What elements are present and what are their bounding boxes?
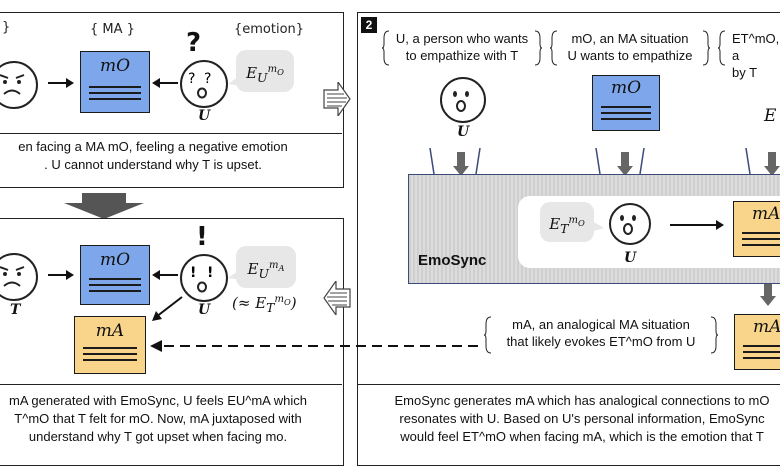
svg-text:?: ?: [204, 71, 211, 87]
confused-face-icon: ? ?: [180, 60, 228, 108]
bubble-tail-icon: [228, 268, 242, 280]
striped-right-arrow-icon: [323, 82, 351, 116]
partial-emotion-label: E: [764, 106, 777, 126]
ma-label: { MA }: [90, 22, 135, 37]
input-funnel: [429, 148, 751, 175]
brace-user-desc: U, a person who wants to empathize with …: [382, 30, 542, 66]
doc-title: mA: [753, 317, 780, 337]
arrow-icon: [48, 270, 74, 280]
svg-text:?: ?: [188, 71, 195, 87]
panel2-caption: EmoSync generates mA which has analogica…: [394, 393, 770, 444]
emotion-bubble: EUmA: [236, 246, 296, 288]
doc-title: mA: [752, 204, 780, 224]
brace-ma-output-desc: mA, an analogical MA situation that like…: [484, 316, 718, 354]
down-arrow-icon: [760, 284, 776, 306]
bubble-tail-icon: [590, 220, 604, 232]
ma-document-ma: mA: [74, 316, 146, 374]
ma-document-mo: mO: [592, 75, 660, 131]
step-badge: 2: [361, 17, 377, 33]
ma-document-mo: mO: [80, 51, 150, 113]
down-arrow-icon: [64, 193, 144, 219]
surprised-face-icon: ! !: [180, 254, 228, 302]
doc-title: mO: [99, 250, 131, 270]
panel3-caption: mA generated with EmoSync, U feels EU^mA…: [8, 393, 307, 444]
svg-text:!: !: [190, 265, 196, 281]
target-label: T: [10, 302, 21, 318]
doc-title: mO: [610, 78, 642, 98]
sad-face-icon: [0, 61, 38, 109]
arrow-left-icon: [152, 270, 178, 280]
dashed-connector: [150, 340, 480, 352]
bubble-tail-icon: [228, 74, 242, 86]
ma-document-ma: mA: [734, 314, 780, 370]
user-label: U: [198, 302, 211, 318]
arrow-icon: [670, 220, 724, 230]
brace-emotion-desc: ET^mO, a by T: [718, 30, 780, 81]
left-brace-label: }: [2, 20, 11, 35]
down-arrow-icon: [764, 152, 780, 176]
emotion-bubble: EUmO: [236, 50, 294, 92]
doc-title: mA: [95, 321, 125, 341]
emotion-bubble: ETmO: [540, 202, 594, 242]
doc-title: mO: [99, 56, 131, 76]
panel-problem: [0, 12, 344, 188]
ma-document-ma: mA: [733, 201, 780, 257]
user-label: U: [457, 124, 470, 140]
surprised-face-icon: [609, 203, 651, 245]
arrow-left-icon: [152, 78, 178, 88]
user-label: U: [198, 108, 211, 124]
striped-left-arrow-icon: [323, 281, 351, 315]
exclaim-icon: !: [196, 222, 208, 252]
down-arrow-icon: [617, 152, 633, 176]
svg-text:!: !: [207, 265, 213, 281]
down-arrow-icon: [453, 152, 469, 176]
surprised-face-icon: [440, 77, 486, 123]
question-icon: ?: [186, 28, 202, 58]
emotion-label: {emotion}: [234, 22, 305, 37]
ma-document-mo: mO: [80, 245, 150, 305]
sad-face-icon: [0, 253, 38, 301]
brace-ma-desc: mO, an MA situation U wants to empathize: [550, 30, 710, 66]
arrow-icon: [48, 78, 74, 88]
panel1-caption: en facing a MA mO, feeling a negative em…: [18, 139, 288, 172]
emosync-label: EmoSync: [418, 252, 487, 269]
arrow-icon: [152, 296, 183, 321]
user-label: U: [624, 250, 637, 266]
approx-label: (≈ ETmO): [232, 294, 297, 315]
